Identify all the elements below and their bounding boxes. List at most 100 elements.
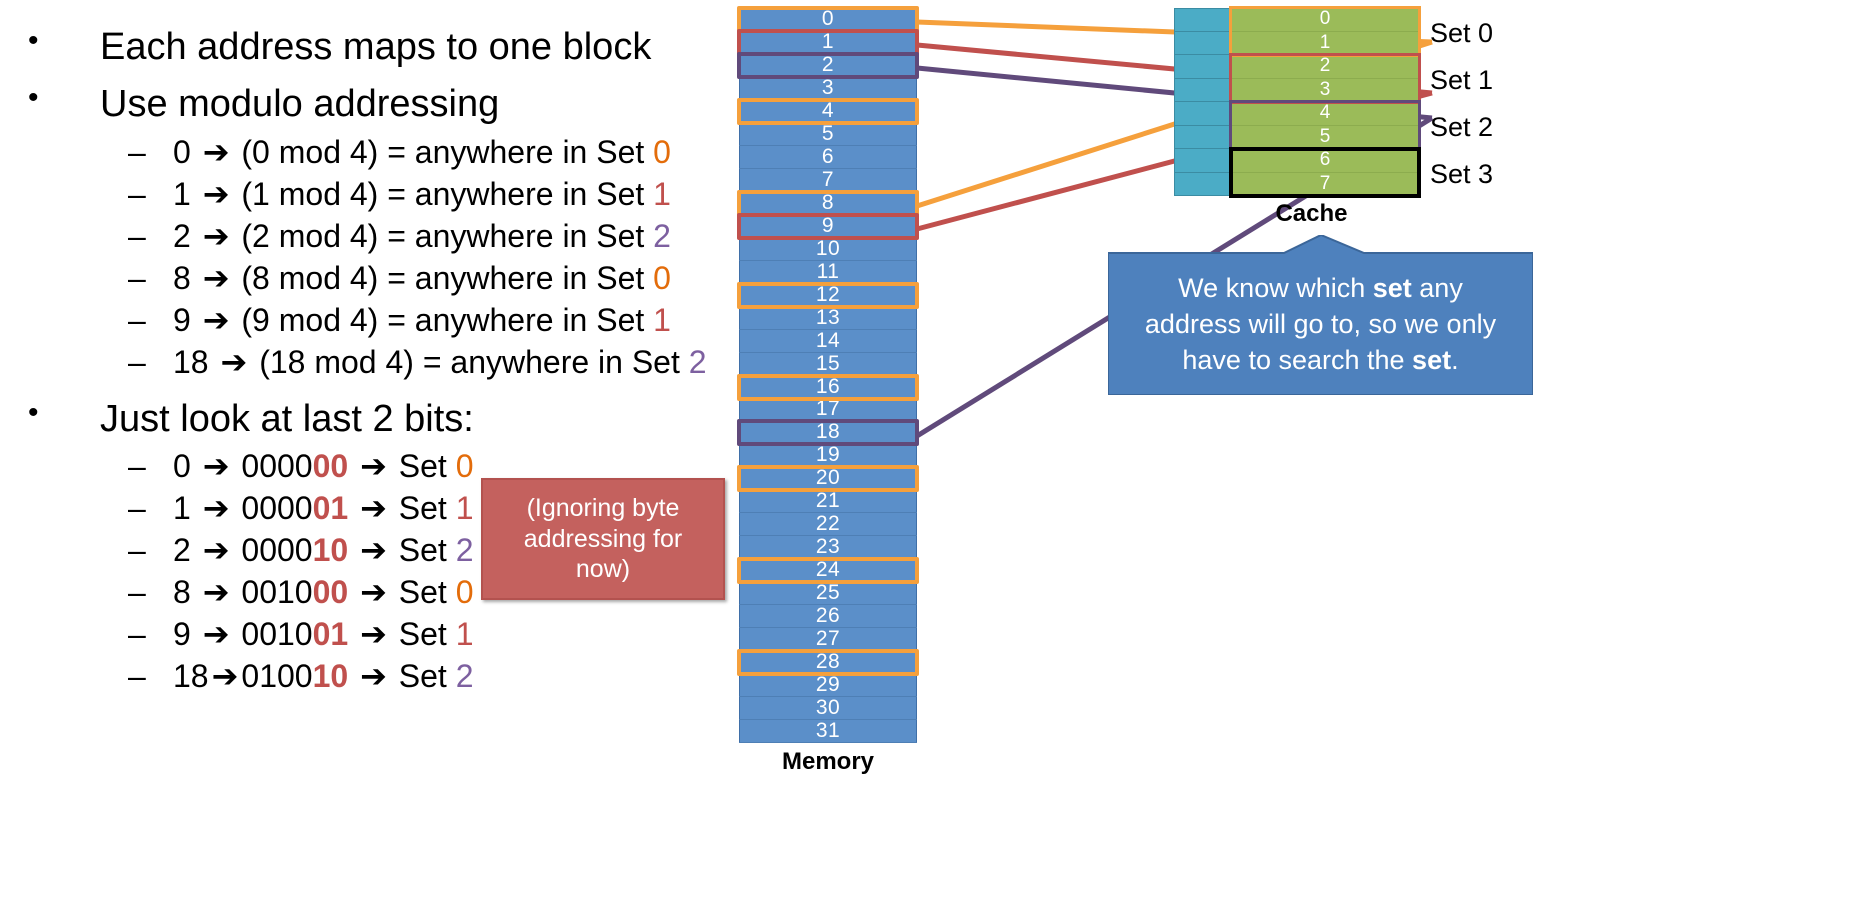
- modulo-set-number: 2: [688, 344, 707, 380]
- dash-icon: –: [128, 658, 146, 694]
- modulo-expr: (2 mod 4) = anywhere in Set: [241, 218, 645, 254]
- bit-set-number: 2: [455, 658, 474, 694]
- arrow-icon: ➔: [202, 447, 230, 485]
- dash-icon: –: [128, 176, 146, 212]
- ignoring-byte-addressing-callout: (Ignoring byte addressing for now): [481, 478, 725, 600]
- cache-set-label-2: Set 2: [1430, 112, 1494, 142]
- arrow-icon: ➔: [202, 573, 230, 611]
- arrow-icon: ➔: [360, 447, 387, 485]
- arrow-icon: ➔: [360, 615, 387, 653]
- modulo-set-number: 1: [653, 176, 671, 212]
- bullet-label: Each address maps to one block: [100, 26, 652, 68]
- arrow-icon: ➔: [202, 615, 230, 653]
- memory-block: 19: [739, 444, 917, 468]
- memory-block-highlight: [737, 97, 919, 125]
- modulo-addr: 1: [173, 176, 191, 212]
- memory-block: 15: [739, 353, 917, 376]
- cache-label: Cache: [1275, 200, 1348, 227]
- memory-block-highlight: [737, 419, 919, 447]
- bit-set-number: 1: [455, 490, 474, 526]
- bullet-dot-icon: •: [28, 396, 39, 429]
- set-word: Set: [398, 448, 447, 484]
- bit-prefix: 0010: [241, 574, 313, 610]
- arrow-icon: ➔: [202, 489, 230, 527]
- cache-tag-cell: [1174, 173, 1231, 196]
- bit-suffix: 10: [312, 658, 349, 694]
- memory-block-highlight: [737, 281, 919, 309]
- memory-block: 3: [739, 77, 917, 100]
- bit-suffix: 00: [312, 448, 349, 484]
- modulo-expr: (8 mod 4) = anywhere in Set: [241, 260, 645, 296]
- cache-tag-cell: [1174, 149, 1231, 173]
- bit-suffix: 01: [312, 490, 349, 526]
- dash-icon: –: [128, 616, 146, 652]
- memory-block: 29: [739, 674, 917, 698]
- set-word: Set: [398, 490, 447, 526]
- modulo-set-number: 2: [653, 218, 671, 254]
- memory-block: 23: [739, 536, 917, 560]
- memory-block: 25: [739, 582, 917, 606]
- arrow-icon: ➔: [202, 217, 230, 255]
- bit-set-number: 1: [455, 616, 474, 652]
- memory-block: 30: [739, 697, 917, 721]
- memory-label: Memory: [781, 748, 875, 775]
- bit-set-number: 2: [455, 532, 474, 568]
- cache-tag-cell: [1174, 55, 1231, 79]
- set-word: Set: [398, 574, 447, 610]
- arrow-icon: ➔: [360, 657, 387, 695]
- memory-block: 10: [739, 238, 917, 261]
- blue-callout-text: We know which set any address will go to…: [1134, 271, 1507, 379]
- modulo-set-number: 0: [653, 134, 671, 170]
- arrow-icon: ➔: [220, 343, 248, 381]
- blue-text-part3: .: [1451, 344, 1459, 375]
- bit-set-number: 0: [455, 574, 474, 610]
- memory-block-highlight: [737, 465, 919, 493]
- bit-suffix: 00: [312, 574, 349, 610]
- bit-prefix: 0000: [241, 448, 313, 484]
- dash-icon: –: [128, 448, 146, 484]
- arrow-icon: ➔: [202, 133, 230, 171]
- cache-set-label-1: Set 1: [1430, 65, 1494, 95]
- set-word: Set: [398, 658, 447, 694]
- cache-line: 0: [1231, 8, 1419, 32]
- modulo-expr: (0 mod 4) = anywhere in Set: [241, 134, 645, 170]
- dash-icon: –: [128, 532, 146, 568]
- arrow-icon: ➔: [211, 657, 239, 695]
- arrow-icon: ➔: [202, 259, 230, 297]
- cache-tag-cell: [1174, 126, 1231, 149]
- arrow-icon: ➔: [202, 301, 230, 339]
- cache-line: 2: [1231, 55, 1419, 79]
- modulo-expr: (1 mod 4) = anywhere in Set: [241, 176, 645, 212]
- cache-set-box-1: [1229, 53, 1421, 104]
- modulo-addr: 8: [173, 260, 191, 296]
- bit-set-number: 0: [455, 448, 474, 484]
- cache-set-label-3: Set 3: [1430, 159, 1494, 189]
- modulo-addr: 18: [173, 344, 209, 380]
- bit-prefix: 0010: [241, 616, 313, 652]
- bullet-label: Just look at last 2 bits:: [100, 398, 474, 440]
- modulo-set-number: 0: [653, 260, 671, 296]
- cache-tag-cell: [1174, 8, 1231, 32]
- memory-block: 17: [739, 398, 917, 422]
- memory-block: 21: [739, 490, 917, 514]
- bit-addr: 9: [173, 616, 191, 652]
- dash-icon: –: [128, 574, 146, 610]
- red-callout-text: (Ignoring byte addressing for now): [523, 494, 683, 584]
- modulo-set-number: 1: [653, 302, 671, 338]
- bullet-dot-icon: •: [28, 24, 39, 57]
- memory-block-highlight: [737, 649, 919, 677]
- bit-addr: 2: [173, 532, 191, 568]
- arrow-icon: ➔: [202, 531, 230, 569]
- memory-block: 26: [739, 605, 917, 629]
- bit-addr: 1: [173, 490, 191, 526]
- bit-prefix: 0000: [241, 532, 313, 568]
- cache-tag-column: [1174, 8, 1231, 196]
- cache-line: 4: [1231, 102, 1419, 126]
- arrow-icon: ➔: [360, 531, 387, 569]
- memory-block: 14: [739, 330, 917, 353]
- blue-text-part1: We know which: [1178, 273, 1373, 303]
- bit-suffix: 10: [312, 532, 349, 568]
- memory-block: 11: [739, 261, 917, 284]
